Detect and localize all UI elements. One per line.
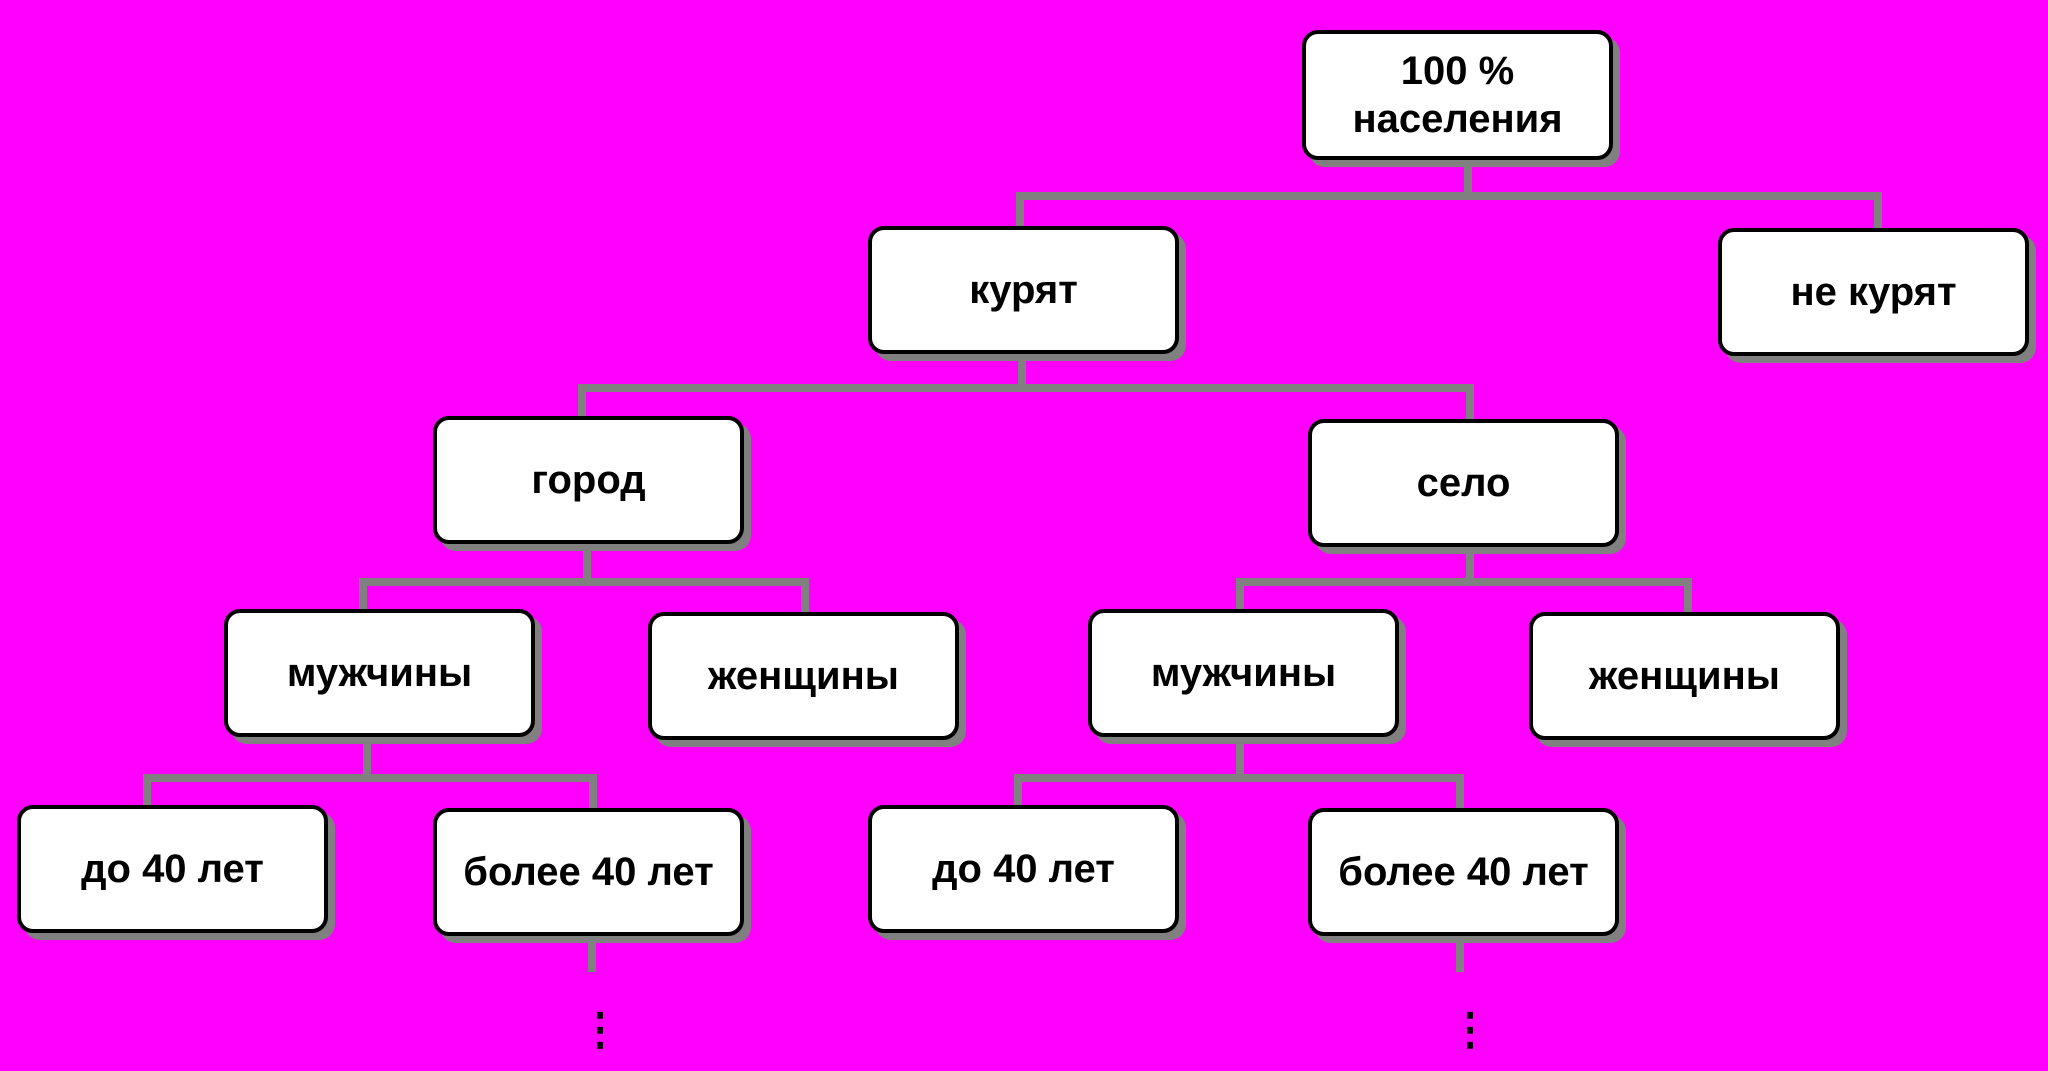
root-percent: 100 % (1400, 49, 1515, 93)
continuation-dots-village: ⋮ (1448, 1005, 1492, 1054)
node-city-label: город (531, 458, 646, 502)
node-smoke-label: курят (969, 268, 1078, 312)
node-city-men-under-40-label: до 40 лет (81, 847, 264, 891)
continuation-dots-city: ⋮ (578, 1005, 622, 1054)
root-node-population: 100 % населения (1302, 30, 1613, 160)
node-village-women: женщины (1529, 612, 1840, 740)
node-village-men-under-40: до 40 лет (868, 805, 1179, 933)
node-village-men-label: мужчины (1150, 651, 1337, 695)
node-city-men-over-40: более 40 лет (433, 808, 744, 936)
node-village-label: село (1416, 461, 1511, 505)
node-city-women-label: женщины (708, 654, 899, 698)
node-smoke: курят (868, 226, 1179, 354)
node-city-men-label: мужчины (286, 651, 473, 695)
node-village: село (1308, 419, 1619, 547)
root-label: населения (1352, 97, 1563, 141)
node-city: город (433, 416, 744, 544)
node-village-men-under-40-label: до 40 лет (932, 847, 1115, 891)
node-city-women: женщины (648, 612, 959, 740)
node-city-men-under-40: до 40 лет (17, 805, 328, 933)
node-village-men-over-40: более 40 лет (1308, 808, 1619, 936)
node-village-men-over-40-label: более 40 лет (1338, 850, 1589, 894)
node-village-women-label: женщины (1589, 654, 1780, 698)
node-no-smoke-label: не курят (1790, 270, 1957, 314)
node-city-men: мужчины (224, 609, 535, 737)
node-no-smoke: не курят (1718, 228, 2029, 356)
node-village-men: мужчины (1088, 609, 1399, 737)
node-city-men-over-40-label: более 40 лет (463, 850, 714, 894)
